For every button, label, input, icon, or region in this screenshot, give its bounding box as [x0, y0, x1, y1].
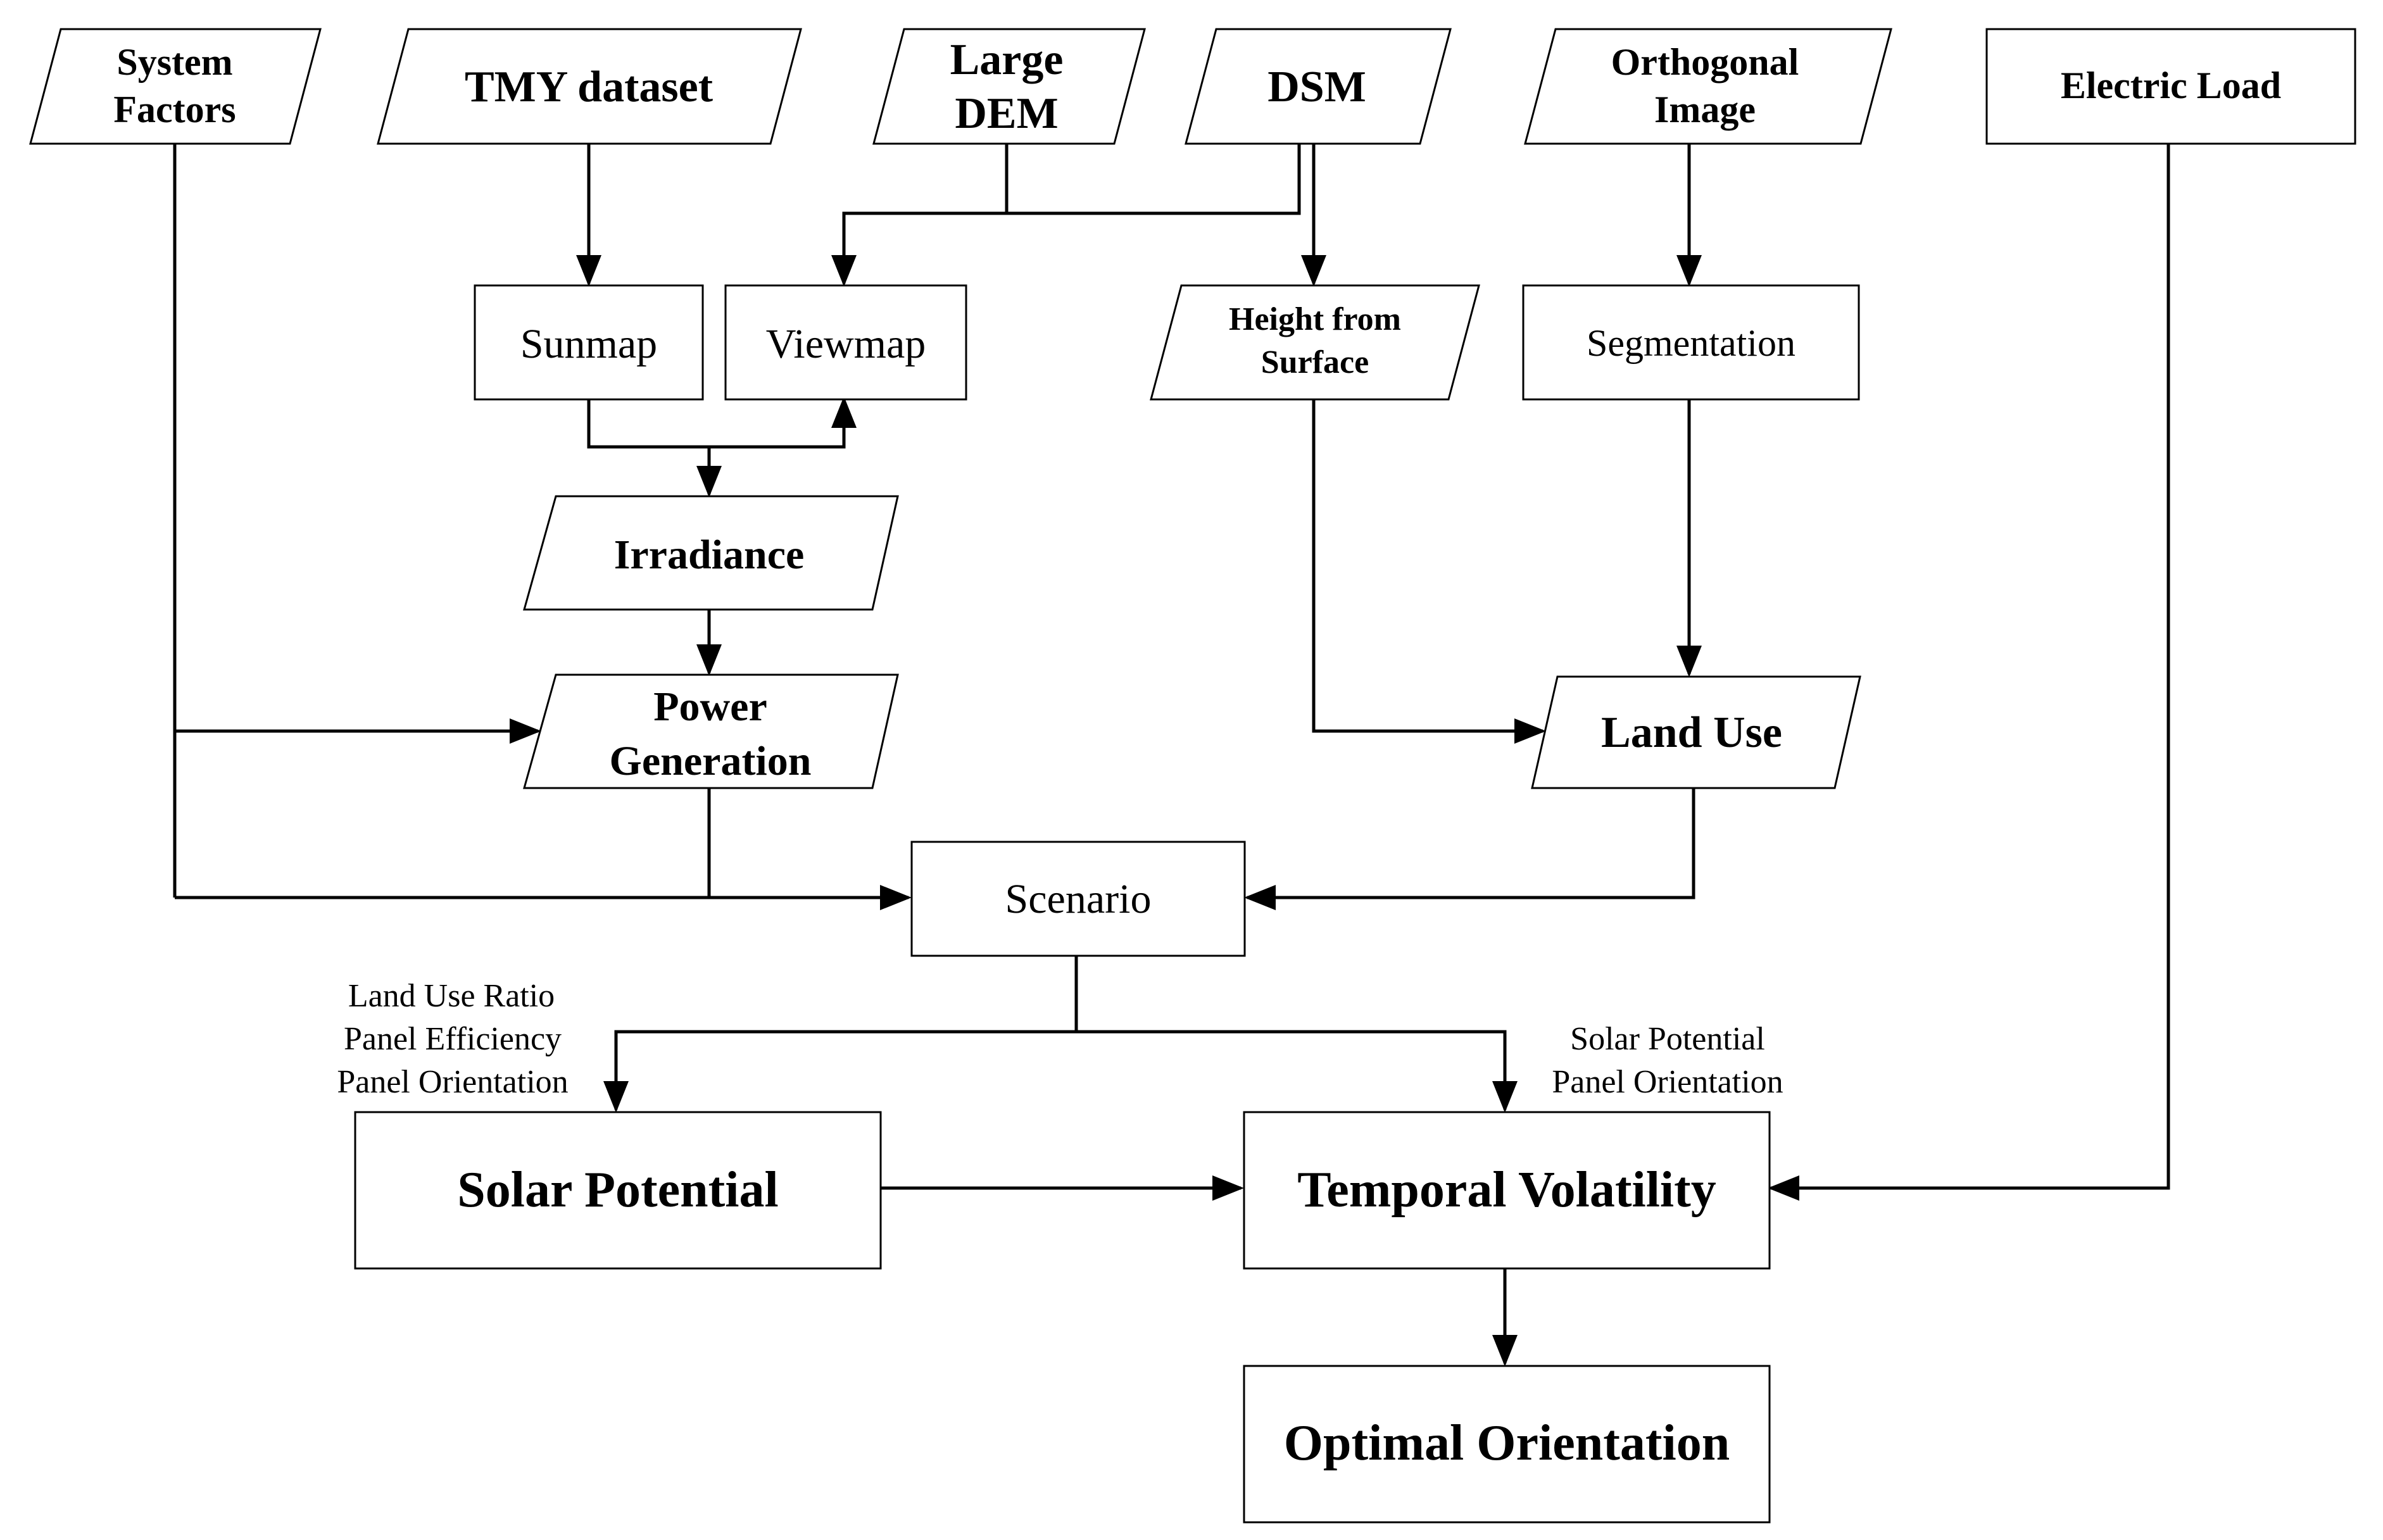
- node-scenario: Scenario: [910, 841, 1246, 957]
- solar-potential-params: Land Use Ratio Panel Efficiency Panel Or…: [337, 978, 568, 1100]
- connector-height-to-landuse: [1312, 399, 1546, 744]
- system-factors-line2: Factors: [113, 89, 236, 130]
- system-factors-shape: [29, 28, 322, 145]
- node-temporal-volatility: Temporal Volatility: [1243, 1111, 1771, 1270]
- param-panel-orientation-2: Panel Orientation: [1552, 1064, 1783, 1100]
- power-generation-line1: Power: [653, 684, 767, 730]
- height-from-surface-line1: Height from: [1229, 301, 1401, 337]
- node-orthogonal-image: Orthogonal Image: [1524, 28, 1892, 145]
- temporal-volatility-shape: [1243, 1111, 1771, 1270]
- scenario-shape: [910, 841, 1246, 957]
- temporal-volatility-label: Temporal Volatility: [1297, 1162, 1716, 1218]
- viewmap-shape: [724, 284, 967, 401]
- scenario-label: Scenario: [1005, 876, 1152, 922]
- node-power-generation: Power Generation: [523, 673, 899, 789]
- node-viewmap: Viewmap: [724, 284, 967, 401]
- node-tmy-dataset: TMY dataset: [377, 28, 802, 145]
- large-dem-shape: [872, 28, 1146, 145]
- orthogonal-image-line1: Orthogonal: [1611, 41, 1799, 83]
- connector-dsm-to-viewmap: [831, 144, 1301, 287]
- temporal-volatility-params: Solar Potential Panel Orientation: [1552, 1021, 1783, 1100]
- large-dem-line2: DEM: [955, 89, 1058, 138]
- optimal-orientation-label: Optimal Orientation: [1284, 1415, 1730, 1471]
- sunmap-label: Sunmap: [520, 321, 657, 367]
- irradiance-label: Irradiance: [614, 532, 805, 578]
- large-dem-line1: Large: [950, 35, 1064, 84]
- land-use-label: Land Use: [1601, 708, 1782, 757]
- dsm-label: DSM: [1267, 63, 1366, 111]
- param-solar-potential: Solar Potential: [1570, 1021, 1765, 1057]
- node-optimal-orientation: Optimal Orientation: [1243, 1365, 1771, 1524]
- connector-sunmap-viewmap-to-irradiance: [587, 396, 857, 449]
- node-irradiance: Irradiance: [523, 495, 899, 611]
- height-from-surface-line2: Surface: [1261, 344, 1369, 380]
- connector-scenario-to-solar: [603, 1030, 1076, 1113]
- node-height-from-surface: Height from Surface: [1150, 284, 1480, 401]
- optimal-orientation-shape: [1243, 1365, 1771, 1524]
- irradiance-shape: [523, 495, 899, 611]
- node-large-dem: Large DEM: [872, 28, 1146, 145]
- node-system-factors: System Factors: [29, 28, 322, 145]
- connector-scenario-to-temporal: [1076, 1030, 1518, 1113]
- orthogonal-image-shape: [1524, 28, 1892, 145]
- solar-potential-shape: [354, 1111, 882, 1270]
- node-solar-potential: Solar Potential: [354, 1111, 882, 1270]
- param-panel-orientation: Panel Orientation: [337, 1064, 568, 1100]
- power-generation-shape: [523, 673, 899, 789]
- node-sunmap: Sunmap: [474, 284, 704, 401]
- land-use-shape: [1531, 675, 1861, 789]
- electric-load-shape: [1985, 28, 2356, 145]
- electric-load-label: Electric Load: [2061, 65, 2281, 106]
- power-generation-line2: Generation: [610, 738, 812, 784]
- connector-load-to-temporal: [1768, 144, 2170, 1201]
- system-factors-line1: System: [116, 41, 232, 83]
- viewmap-label: Viewmap: [766, 321, 926, 367]
- segmentation-shape: [1522, 284, 1860, 401]
- segmentation-label: Segmentation: [1587, 322, 1795, 364]
- orthogonal-image-line2: Image: [1654, 89, 1756, 130]
- solar-potential-label: Solar Potential: [457, 1162, 778, 1218]
- connectors: [173, 144, 2170, 1367]
- tmy-dataset-label: TMY dataset: [465, 63, 713, 111]
- connector-landuse-to-scenario: [1244, 788, 1695, 910]
- node-dsm: DSM: [1185, 28, 1452, 145]
- param-panel-efficiency: Panel Efficiency: [344, 1021, 562, 1057]
- tmy-dataset-shape: [377, 28, 802, 145]
- node-electric-load: Electric Load: [1985, 28, 2356, 145]
- sunmap-shape: [474, 284, 704, 401]
- node-land-use: Land Use: [1531, 675, 1861, 789]
- node-segmentation: Segmentation: [1522, 284, 1860, 401]
- dsm-shape: [1185, 28, 1452, 145]
- height-from-surface-shape: [1150, 284, 1480, 401]
- param-land-use-ratio: Land Use Ratio: [348, 978, 555, 1014]
